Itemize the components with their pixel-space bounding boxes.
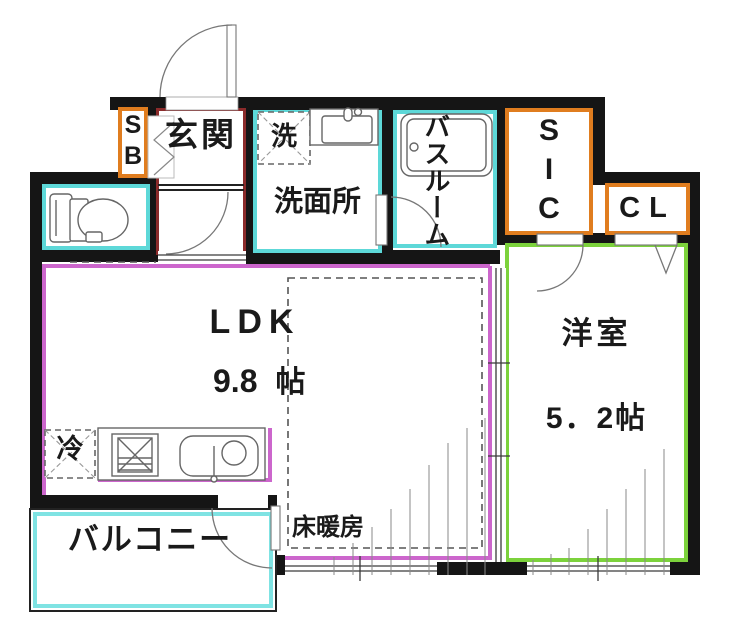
light-rays-ldk <box>333 418 486 575</box>
ldk-label: LDK <box>209 303 301 341</box>
entrance-door <box>159 24 239 111</box>
wall-washroom-bathroom <box>382 107 393 253</box>
wall-toilet-bottom <box>30 250 158 262</box>
shoe-box-letter: B <box>123 142 143 170</box>
bathroom-label: バスルーム <box>420 113 451 248</box>
ldk-size-value: 9.8 <box>213 363 258 399</box>
refrigerator-label: 冷 <box>56 434 84 464</box>
balcony-inner-border <box>33 512 273 608</box>
wall-bottom-west1 <box>437 562 527 575</box>
ldk-boundary <box>42 264 492 560</box>
entrance-label: 玄関 <box>165 116 237 153</box>
kitchen-counter <box>97 427 266 483</box>
washbasin-icon <box>309 107 379 146</box>
shoe-box-label: S B <box>118 110 148 172</box>
bathtub-icon <box>400 113 493 177</box>
toilet-icon <box>49 193 129 243</box>
floor-heating-area <box>287 277 483 549</box>
wall-entrance-left <box>146 107 156 255</box>
room-western <box>505 243 688 562</box>
washing-machine-label: 洗 <box>270 121 297 151</box>
shoe-box-letter: S <box>124 111 142 139</box>
washroom-label: 洗面所 <box>273 186 361 218</box>
light-rays-western <box>532 449 665 575</box>
kitchen-sink-icon <box>179 435 259 483</box>
hall-door <box>165 191 229 255</box>
closet-label: CL <box>619 192 676 224</box>
room-shoe-in-closet <box>505 108 593 235</box>
wall-top-main <box>238 97 605 110</box>
sic-letter: I <box>544 153 554 186</box>
shoe-in-closet-label: S I C <box>505 111 593 228</box>
wall-right <box>688 172 700 575</box>
stove-icon <box>111 433 159 477</box>
ldk-size-unit: 帖 <box>275 366 306 399</box>
washing-machine-box <box>257 111 311 165</box>
wall-bottom-west2 <box>670 562 700 575</box>
balcony-label: バルコニー <box>67 522 233 557</box>
sic-letter: C <box>538 192 560 225</box>
hall-threshold <box>158 251 246 263</box>
western-room-size: 5．2帖 <box>545 402 648 435</box>
balcony <box>29 508 277 612</box>
bathroom-door <box>375 194 442 248</box>
wall-kitchen-bottom2 <box>268 495 277 508</box>
sliding-door-icon <box>488 268 510 562</box>
wall-kitchen-bottom <box>30 495 218 508</box>
sic-letter: S <box>538 114 559 147</box>
western-window <box>527 556 670 581</box>
floor-heating-label: 床暖房 <box>290 514 366 542</box>
refrigerator-box <box>44 429 96 479</box>
wall-entrance-right <box>246 107 253 253</box>
ldk-window <box>285 556 437 581</box>
ldk-size-label: 9.8 帖 <box>213 363 305 401</box>
balcony-door <box>211 495 281 569</box>
room-closet <box>605 183 690 235</box>
western-room-label: 洋室 <box>561 316 632 351</box>
wall-ldk-top <box>246 250 500 264</box>
closet-folding-door <box>614 233 678 275</box>
wall-cl-top <box>593 172 700 185</box>
entrance-step <box>147 115 244 191</box>
sic-door <box>536 233 584 292</box>
shoe-box <box>118 107 148 178</box>
wall-top-left <box>110 97 166 110</box>
wall-sic-right <box>593 97 605 185</box>
